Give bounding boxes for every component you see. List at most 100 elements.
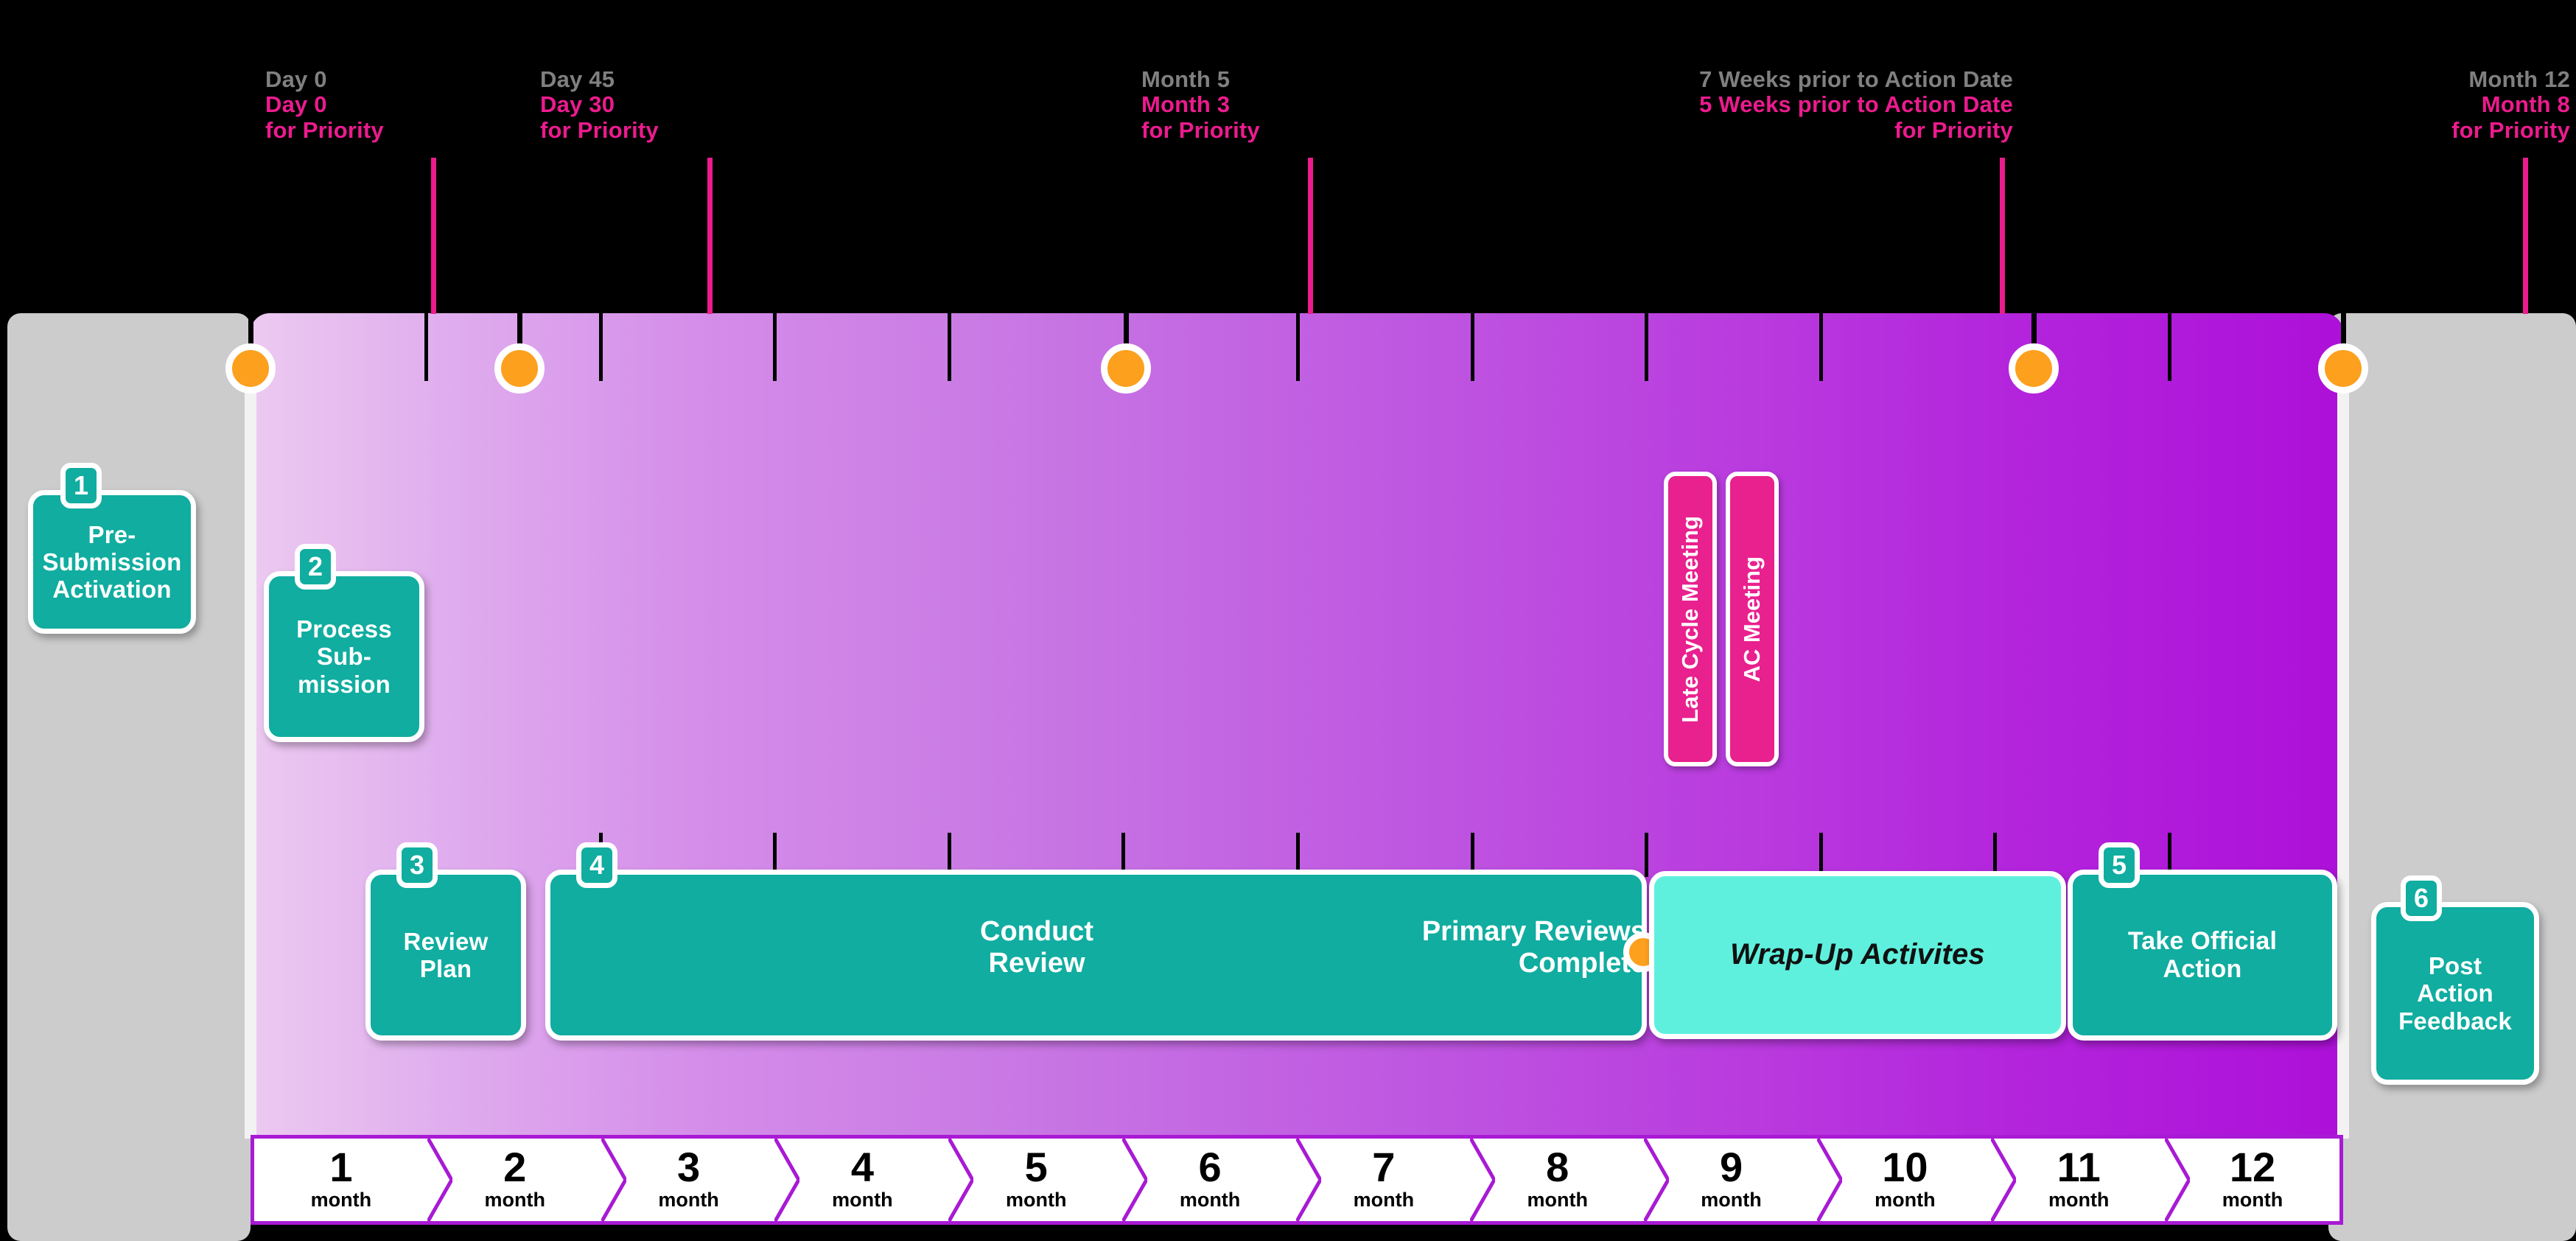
month-cell-8[interactable]: 8 month: [1469, 1139, 1645, 1221]
step-1-badge: 1: [60, 463, 102, 508]
milestone-label-4: 7 Weeks prior to Action Date 5 Weeks pri…: [1699, 41, 2013, 169]
meeting-tag-ac-meeting[interactable]: AC Meeting: [1726, 472, 1779, 766]
month-cell-5[interactable]: 5 month: [948, 1139, 1123, 1221]
month-cell-2[interactable]: 2 month: [427, 1139, 602, 1221]
step-3-badge: 3: [396, 842, 438, 888]
primary-reviews-complete-label: Primary Reviews Complete: [1421, 916, 1646, 979]
month-3-number: 3: [676, 1144, 701, 1191]
dot-stem-4: [2031, 313, 2037, 365]
right-gray-panel: [2328, 313, 2576, 1241]
milestone-1-standard: Day 0: [265, 66, 327, 92]
month-cell-10[interactable]: 10 month: [1817, 1139, 1992, 1221]
chevron-divider-icon: [1817, 1139, 1843, 1221]
month-4-number: 4: [850, 1144, 874, 1191]
month-9-unit: month: [1701, 1189, 1762, 1212]
pink-connector-4: [2000, 158, 2005, 314]
milestone-dot-2[interactable]: [494, 343, 545, 394]
step-2-number: 2: [307, 551, 323, 581]
band-tick-mid-3: [773, 833, 777, 877]
month-cell-4[interactable]: 4 month: [774, 1139, 949, 1221]
chevron-divider-icon: [774, 1139, 800, 1221]
milestone-rail-right: [2337, 368, 2349, 1139]
month-7-unit: month: [1353, 1189, 1415, 1212]
meeting-tag-late-cycle-meeting[interactable]: Late Cycle Meeting: [1664, 472, 1717, 766]
month-5-number: 5: [1024, 1144, 1048, 1191]
band-tick-top-2: [599, 313, 603, 381]
ac-meeting-label: AC Meeting: [1739, 556, 1765, 682]
chevron-divider-icon: [948, 1139, 974, 1221]
step-card-post-action-feedback[interactable]: Post Action Feedback: [2371, 902, 2539, 1085]
month-cell-11[interactable]: 11 month: [1991, 1139, 2166, 1221]
band-tick-mid-6: [1296, 833, 1300, 877]
month-8-unit: month: [1527, 1189, 1588, 1212]
month-10-unit: month: [1875, 1189, 1936, 1212]
month-cell-1[interactable]: 1 month: [254, 1139, 428, 1221]
month-cell-6[interactable]: 6 month: [1122, 1139, 1297, 1221]
step-2-label: Process Sub- mission: [296, 615, 392, 698]
band-tick-top-4: [948, 313, 951, 381]
step-card-review-plan[interactable]: Review Plan: [365, 870, 526, 1041]
month-12-number: 12: [2229, 1144, 2276, 1191]
month-6-unit: month: [1179, 1189, 1241, 1212]
milestone-1-priority: Day 0 for Priority: [265, 91, 384, 144]
step-card-wrap-up-activities[interactable]: Wrap-Up Activites: [1649, 871, 2066, 1039]
month-cell-7[interactable]: 7 month: [1295, 1139, 1471, 1221]
step-5-badge: 5: [2099, 842, 2140, 888]
month-cell-3[interactable]: 3 month: [601, 1139, 776, 1221]
chevron-divider-icon: [601, 1139, 626, 1221]
band-tick-top-8: [1645, 313, 1648, 381]
step-5-number: 5: [2111, 850, 2127, 880]
month-11-number: 11: [2057, 1144, 2101, 1191]
step-6-number: 6: [2413, 883, 2429, 913]
chevron-divider-icon: [427, 1139, 452, 1221]
pink-connector-2: [707, 158, 713, 314]
month-cell-12[interactable]: 12 month: [2165, 1139, 2339, 1221]
milestone-dot-1[interactable]: [225, 343, 276, 394]
conduct-review-label: Conduct Review: [980, 916, 1094, 979]
month-5-unit: month: [1005, 1189, 1067, 1212]
month-11-unit: month: [2048, 1189, 2110, 1212]
month-8-number: 8: [1546, 1144, 1569, 1191]
step-4-number: 4: [589, 850, 605, 880]
band-tick-mid-7: [1471, 833, 1474, 877]
milestone-2-standard: Day 45: [540, 66, 615, 92]
band-tick-mid-10: [1993, 833, 1997, 877]
band-tick-top-9: [1819, 313, 1823, 381]
month-10-number: 10: [1882, 1144, 1928, 1191]
band-tick-top-6: [1296, 313, 1300, 381]
step-6-badge: 6: [2401, 875, 2442, 921]
band-tick-mid-5: [1121, 833, 1125, 877]
month-2-number: 2: [503, 1144, 527, 1191]
chevron-divider-icon: [1122, 1139, 1148, 1221]
step-6-label: Post Action Feedback: [2398, 952, 2512, 1035]
step-card-take-official-action[interactable]: Take Official Action: [2068, 870, 2337, 1041]
milestone-label-5: Month 12 Month 8 for Priority: [2451, 41, 2570, 169]
band-tick-top-3: [773, 313, 777, 381]
left-gray-panel: [7, 313, 251, 1241]
milestone-dot-3[interactable]: [1101, 343, 1151, 394]
month-cell-9[interactable]: 9 month: [1643, 1139, 1819, 1221]
milestone-3-standard: Month 5: [1141, 66, 1231, 92]
month-3-unit: month: [658, 1189, 719, 1212]
step-3-label: Review Plan: [403, 927, 489, 982]
step-card-process-submission[interactable]: Process Sub- mission: [264, 571, 424, 742]
milestone-label-3: Month 5 Month 3 for Priority: [1141, 41, 1260, 169]
month-9-number: 9: [1719, 1144, 1743, 1191]
band-tick-mid-8: [1645, 833, 1648, 877]
step-card-conduct-review[interactable]: [545, 870, 1647, 1041]
chevron-divider-icon: [1991, 1139, 2017, 1221]
dot-stem-3: [1124, 313, 1129, 365]
step-4-badge: 4: [576, 842, 617, 888]
chevron-divider-icon: [1295, 1139, 1321, 1221]
late-cycle-meeting-label: Late Cycle Meeting: [1677, 515, 1703, 723]
band-tick-top-1: [424, 313, 428, 381]
band-tick-mid-4: [948, 833, 951, 877]
pink-connector-5: [2523, 158, 2528, 314]
milestone-dot-4[interactable]: [2009, 343, 2059, 394]
chevron-divider-icon: [1643, 1139, 1669, 1221]
step-card-pre-submission-activation[interactable]: Pre- Submission Activation: [28, 490, 196, 634]
month-4-unit: month: [832, 1189, 893, 1212]
milestone-4-standard: 7 Weeks prior to Action Date: [1699, 66, 2013, 92]
milestone-rail-left: [245, 368, 256, 1139]
milestone-dot-5[interactable]: [2318, 343, 2368, 394]
